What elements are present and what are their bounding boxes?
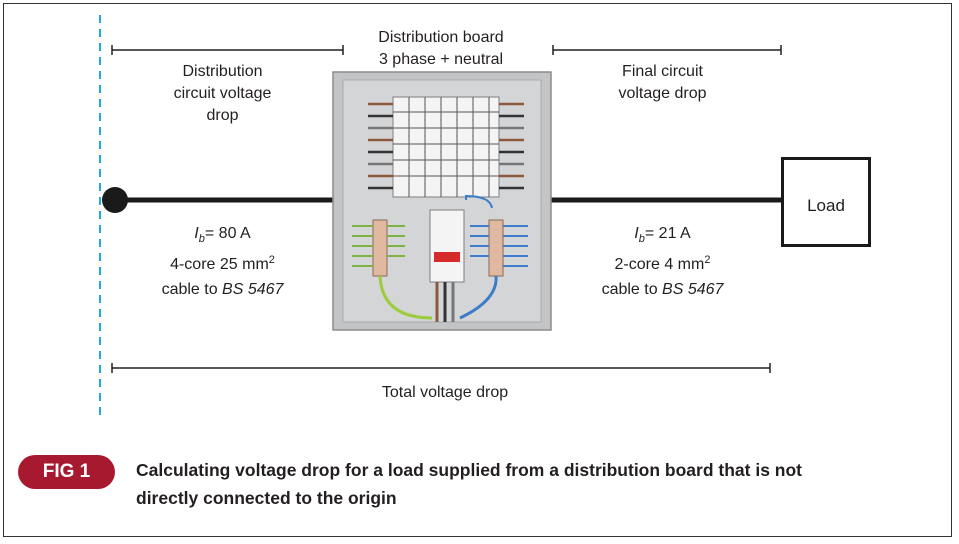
board-title-line2: 3 phase + neutral — [378, 51, 504, 68]
final-drop-line2: voltage drop — [618, 85, 707, 102]
distribution-cable-size: 4-core 25 mm2 — [170, 254, 275, 274]
final-cable-current: Ib= 21 A — [634, 225, 691, 246]
dim-total-span — [111, 363, 771, 373]
distribution-board-illustration — [332, 71, 552, 331]
final-drop-label: Final circuit voltage drop — [585, 61, 740, 105]
origin-node — [102, 187, 128, 213]
figure-frame — [3, 3, 952, 537]
dim-final-span — [552, 45, 782, 55]
distribution-drop-line1: Distribution — [182, 63, 263, 80]
distribution-cable-spec: Ib= 80 A 4-core 25 mm2 cable to BS 5467 — [140, 221, 305, 302]
figure-caption: Calculating voltage drop for a load supp… — [136, 456, 936, 512]
distribution-drop-line2: circuit voltage — [173, 85, 272, 102]
final-cable-spec: Ib= 21 A 2-core 4 mm2 cable to BS 5467 — [580, 221, 745, 302]
figure-caption-line1: Calculating voltage drop for a load supp… — [136, 460, 802, 480]
final-cable-size: 2-core 4 mm2 — [614, 254, 711, 274]
total-drop-label: Total voltage drop — [381, 384, 509, 401]
dim-distribution-span — [111, 45, 344, 55]
final-cable-standard: cable to BS 5467 — [601, 281, 724, 299]
figure-caption-line2: directly connected to the origin — [136, 488, 397, 508]
distribution-cable-current: Ib= 80 A — [194, 225, 251, 246]
distribution-drop-label: Distribution circuit voltage drop — [140, 61, 305, 127]
load-box: Load — [781, 157, 871, 247]
distribution-drop-line3: drop — [206, 107, 239, 124]
board-title: Distribution board 3 phase + neutral — [343, 27, 539, 71]
figure-badge: FIG 1 — [18, 455, 115, 489]
distribution-cable-standard: cable to BS 5467 — [161, 281, 284, 299]
final-drop-line1: Final circuit — [622, 63, 703, 80]
load-label: Load — [807, 196, 845, 215]
board-title-line1: Distribution board — [378, 29, 504, 46]
